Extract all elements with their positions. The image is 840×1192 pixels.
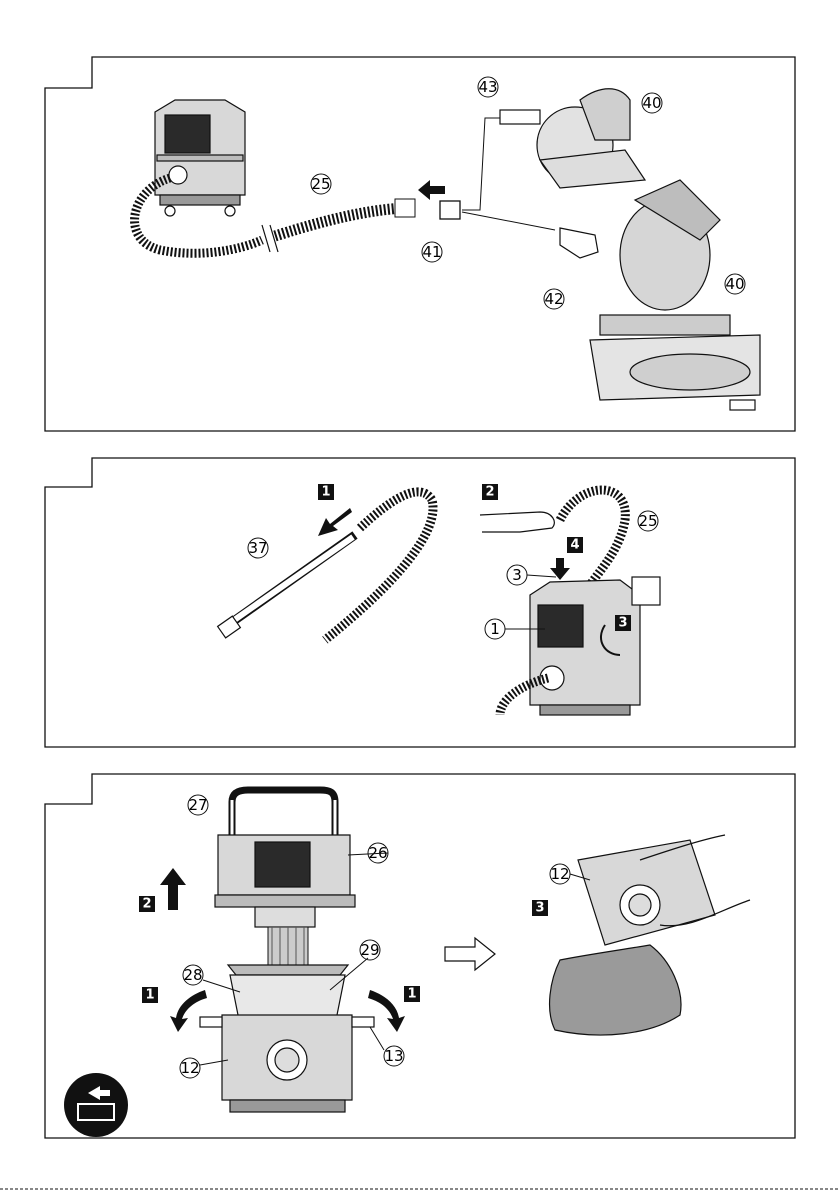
step-1-left: 1 [145, 988, 154, 1003]
extension-pipe-illustration [218, 492, 433, 640]
adapter-41-illustration [440, 201, 460, 219]
direction-arrow-icon [418, 180, 445, 200]
callout-3: 3 [512, 566, 522, 584]
page-bottom-rule [0, 1186, 840, 1192]
figure-3-empty-tank: 2 1 1 3 27 26 29 28 12 13 12 [0, 760, 840, 1150]
callout-1: 1 [490, 620, 500, 638]
callout-13: 13 [384, 1047, 403, 1065]
vacuum-cleaner-illustration [155, 100, 245, 216]
callout-43: 43 [478, 78, 497, 96]
adapter-42-illustration [560, 228, 598, 258]
insert-arrow-icon [318, 508, 352, 536]
circular-saw-illustration [500, 89, 645, 188]
callout-42: 42 [544, 290, 563, 308]
emptying-tank-illustration [550, 835, 750, 1035]
next-step-arrow-icon [445, 938, 495, 970]
callout-40-saw: 40 [642, 94, 661, 112]
hand-illustration [480, 512, 554, 532]
step-4: 4 [570, 538, 579, 553]
step-1-right: 1 [407, 987, 416, 1002]
callout-25: 25 [638, 512, 657, 530]
callout-29: 29 [360, 941, 379, 959]
callout-12: 12 [180, 1059, 199, 1077]
callout-37: 37 [248, 539, 267, 557]
lift-arrow-icon [160, 868, 186, 910]
step-2: 2 [142, 897, 151, 912]
step-1: 1 [321, 485, 330, 500]
save-tank-icon [64, 1073, 128, 1137]
step-3: 3 [535, 901, 544, 916]
callout-27: 27 [188, 796, 207, 814]
callout-40-miter: 40 [725, 275, 744, 293]
figure-2-hose-and-power: 1 2 3 4 37 1 3 25 [0, 440, 840, 760]
callout-12-right: 12 [550, 865, 569, 883]
motor-head-illustration [215, 790, 355, 927]
callout-28: 28 [183, 966, 202, 984]
step-3: 3 [618, 616, 627, 631]
filter-illustration [268, 927, 308, 967]
figure-1-dust-connection: 25 41 42 43 40 40 [0, 0, 840, 440]
callout-41: 41 [422, 243, 441, 261]
miter-saw-illustration [590, 180, 760, 410]
step-2: 2 [485, 485, 494, 500]
callout-25: 25 [311, 175, 330, 193]
